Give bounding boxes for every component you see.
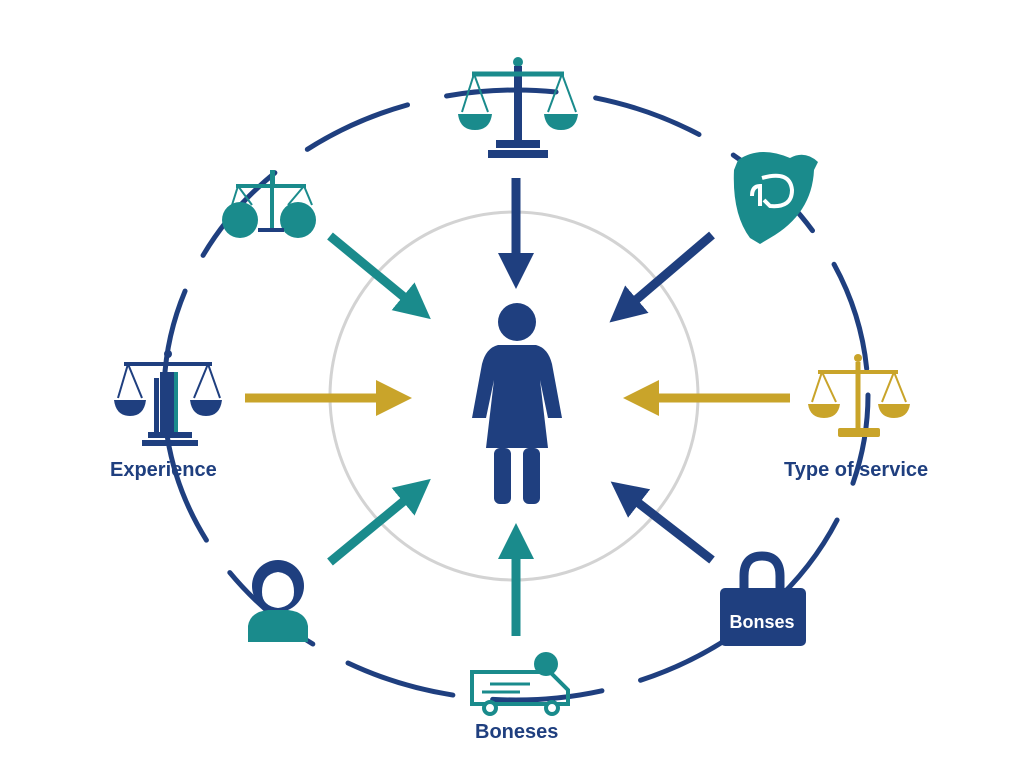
shield-icon [733, 151, 818, 244]
scales-with-pillar-icon [114, 350, 222, 446]
bonses-label: Bonses [729, 612, 795, 632]
boneses-label: Boneses [475, 721, 559, 743]
scales-with-weights-icon [222, 170, 316, 238]
experience-label: Experience [110, 459, 217, 481]
delivery-truck-icon [470, 652, 570, 716]
arrow-top-right [609, 231, 715, 323]
type-of-service-label: Type of service [784, 459, 929, 481]
arrow-top-left [327, 232, 431, 320]
woman-figure-icon [472, 303, 562, 504]
person-avatar-icon [248, 560, 308, 642]
arrow-bottom-right [610, 481, 715, 564]
scales-icon [808, 354, 910, 437]
scales-of-justice-icon [458, 57, 578, 158]
arrow-bottom-left [327, 478, 431, 566]
padlock-icon [720, 551, 806, 646]
